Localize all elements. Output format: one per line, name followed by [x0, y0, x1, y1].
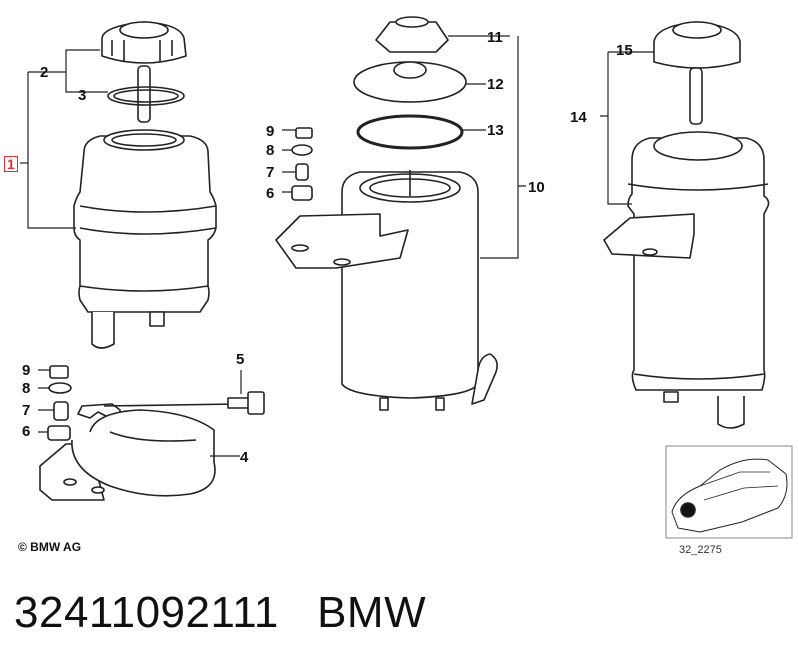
callout-6-lower[interactable]: 6: [22, 423, 31, 440]
part-number: 32411092111: [14, 588, 279, 637]
reservoir-center-illustration: [275, 16, 498, 411]
callout-2[interactable]: 2: [40, 64, 49, 81]
callout-8-lower[interactable]: 8: [22, 380, 31, 397]
callout-12[interactable]: 12: [487, 76, 504, 93]
footer-caption: 32411092111 BMW: [14, 588, 426, 638]
callout-6-center[interactable]: 6: [266, 185, 275, 202]
brand-name: BMW: [317, 588, 427, 637]
callout-9-lower[interactable]: 9: [22, 362, 31, 379]
callout-15[interactable]: 15: [616, 42, 633, 59]
leader-lines: [20, 35, 654, 457]
callout-14[interactable]: 14: [570, 109, 587, 126]
callout-7-center[interactable]: 7: [266, 164, 275, 181]
reservoir-right-illustration: [603, 21, 770, 429]
callout-1-highlighted[interactable]: 1: [4, 156, 18, 172]
callout-7-lower[interactable]: 7: [22, 402, 31, 419]
callout-4[interactable]: 4: [240, 449, 249, 466]
callout-10[interactable]: 10: [528, 179, 545, 196]
callout-11[interactable]: 11: [487, 29, 503, 46]
clamp-bracket-illustration: [39, 365, 265, 501]
callout-9-center[interactable]: 9: [266, 123, 275, 140]
callout-8-center[interactable]: 8: [266, 142, 275, 159]
reservoir-left-illustration: [73, 21, 217, 349]
copyright-text: © BMW AG: [18, 540, 82, 554]
callout-3[interactable]: 3: [78, 87, 87, 104]
callout-13[interactable]: 13: [487, 122, 504, 139]
callout-5[interactable]: 5: [236, 351, 245, 368]
car-location-inset: [665, 445, 793, 539]
diagram-reference: 32_2275: [679, 544, 722, 556]
